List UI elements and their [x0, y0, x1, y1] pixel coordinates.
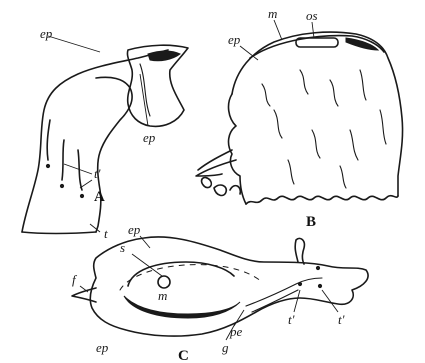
panel-a-label-t-prime: t': [94, 166, 101, 181]
panel-a-label-ep-top: ep: [40, 26, 53, 41]
panel-c-leader-t-prime-1: [294, 290, 300, 312]
panel-a-letter: A: [94, 189, 105, 205]
panel-a-body-outline-right: [96, 77, 132, 232]
panel-c: ep s m f pe g t' t' ep C: [72, 222, 368, 363]
panel-c-siphon: [158, 276, 170, 288]
panel-b-letter: B: [306, 214, 316, 230]
panel-b-texture-1: [300, 70, 308, 94]
panel-a-dot-3: [80, 194, 83, 197]
panel-b-mantle-outline: [232, 32, 403, 196]
panel-b-texture-4: [274, 110, 282, 138]
panel-c-label-g: g: [222, 340, 229, 355]
panel-a-leader-t-prime-1: [64, 164, 92, 174]
panel-c-label-m: m: [158, 288, 167, 303]
panel-b-texture-9: [340, 166, 346, 188]
panel-b-label-ep: ep: [228, 32, 241, 47]
panel-a-foot-base: [22, 232, 96, 234]
panel-c-body-outline: [90, 237, 368, 336]
panel-c-label-f: f: [72, 272, 78, 287]
panel-b: m os ep B: [196, 6, 403, 230]
panel-c-letter: C: [178, 348, 189, 363]
panel-a-leader-t-prime-2: [80, 180, 92, 188]
panel-a-leader-ep-top: [48, 36, 100, 52]
panel-b-foot-fringe: [246, 196, 398, 204]
panel-a-tentacle-1: [47, 120, 50, 160]
panel-b-leader-m: [274, 20, 282, 40]
panel-c-dot-2: [318, 284, 321, 287]
panel-a-dot-2: [60, 184, 63, 187]
panel-c-label-s: s: [120, 240, 125, 255]
panel-a-tentacle-2: [62, 140, 64, 180]
panel-c-label-t-prime-1: t': [288, 312, 295, 327]
panel-c-shell-dashed: [120, 265, 262, 290]
panel-c-label-ep-bottom: ep: [96, 340, 109, 355]
panel-c-tail: [72, 288, 96, 302]
panel-b-label-m: m: [268, 6, 277, 21]
panel-b-texture-6: [350, 130, 358, 160]
panel-b-texture-2: [330, 80, 338, 106]
panel-b-texture-7: [380, 110, 386, 144]
panel-c-dot-1: [298, 282, 301, 285]
panel-c-gill: [246, 278, 322, 306]
panel-c-shell-arc-bottom: [124, 296, 240, 318]
panel-a-dot-1: [46, 164, 49, 167]
panel-b-texture-3: [360, 70, 366, 100]
panel-a-label-ep-inner: ep: [143, 130, 156, 145]
panel-a-label-t: t: [104, 226, 108, 241]
panel-b-texture-5: [312, 130, 320, 158]
panel-b-texture-10: [262, 84, 270, 106]
panel-b-head-curl: [202, 178, 241, 196]
panel-c-dot-3: [316, 266, 319, 269]
panel-b-texture-8: [288, 160, 294, 184]
panel-c-tentacle: [295, 238, 304, 264]
panel-a-epipodium-dark: [148, 51, 180, 61]
panel-c-label-ep-top: ep: [128, 222, 141, 237]
panel-b-leader-os: [312, 22, 314, 38]
panel-a: ep ep t' t A: [22, 26, 188, 241]
panel-c-label-pe: pe: [229, 324, 243, 339]
panel-b-label-os: os: [306, 8, 318, 23]
panel-c-label-t-prime-2: t': [338, 312, 345, 327]
